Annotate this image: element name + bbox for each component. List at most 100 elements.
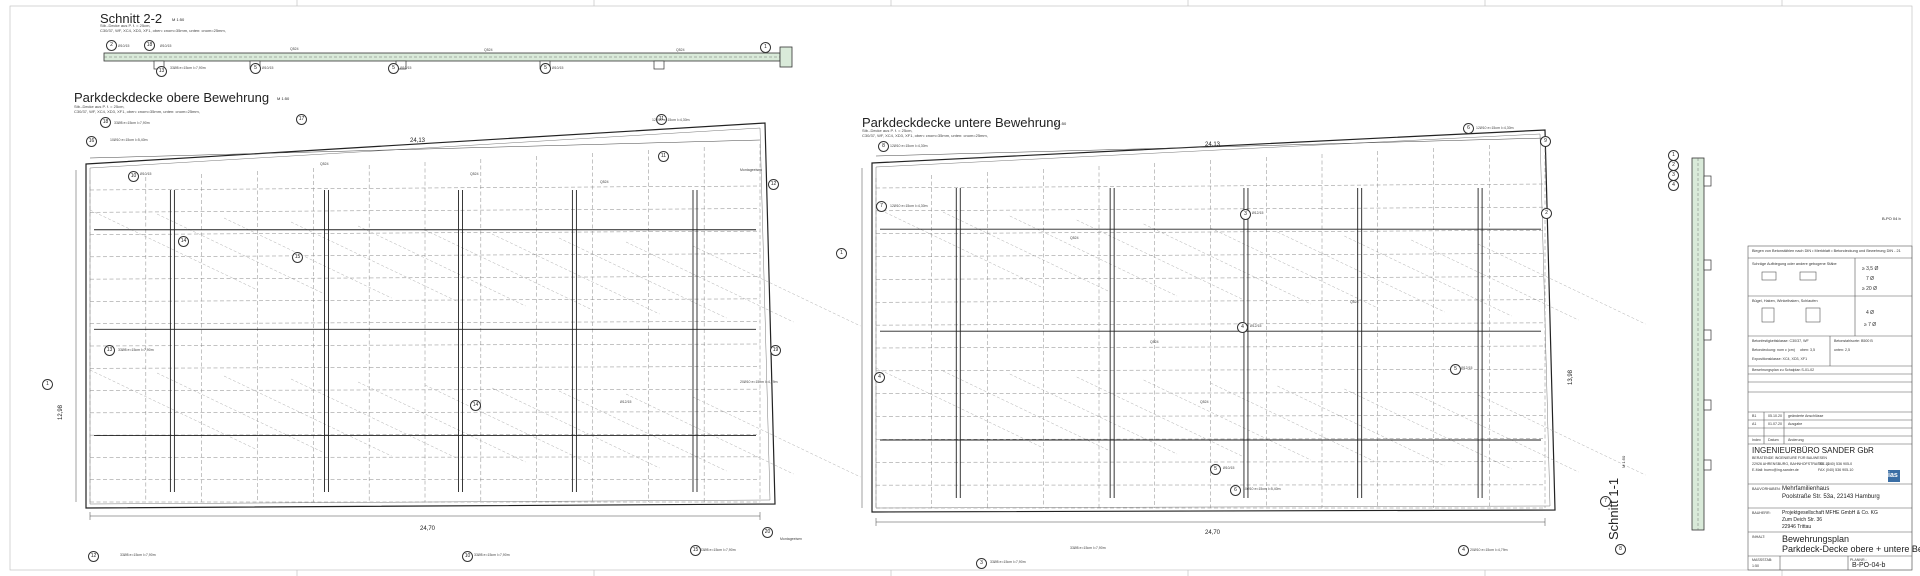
rebar-label: Ø10/15 (160, 44, 172, 48)
mesh-diagonal (290, 378, 459, 460)
plan-bottom-dim-top: 24,13 (1205, 142, 1221, 148)
plan-top-dim-top: 24,13 (410, 138, 426, 144)
rebar-label: 33Ø8 e=15cm l=7,90m (1070, 546, 1106, 550)
position-marker: 4 (1237, 322, 1248, 333)
dimension-line (875, 137, 1546, 157)
position-marker: 2 (1541, 208, 1552, 219)
client-city: 22946 Trittau (1782, 524, 1812, 530)
content-label: INHALT: (1752, 535, 1766, 539)
position-marker: 20 (762, 527, 773, 538)
plan-no: B-PO-04-b (1852, 562, 1886, 569)
mesh-diagonal (1478, 394, 1646, 476)
position-marker: 14 (178, 236, 189, 247)
office-fax: FAX (040) 536 905-10 (1818, 468, 1854, 472)
grid-line (875, 392, 1546, 394)
revision-cell: Datum (1768, 438, 1779, 442)
mesh-diagonal (1344, 388, 1512, 470)
revision-cell: Index (1752, 438, 1761, 442)
grid-line (875, 345, 1546, 349)
position-marker: 8 (1615, 544, 1626, 555)
plan-bottom-outline (861, 129, 1646, 526)
ias-logo-box (1888, 470, 1900, 482)
mesh-diagonal (1344, 235, 1512, 317)
rebar-label: 20Ø10 e=15cm l=4,79m (1470, 548, 1508, 552)
section-2-2-scale: M 1:50 (172, 17, 185, 22)
rebar-label: Q524 (470, 172, 479, 176)
revision-cell: B1 (1752, 414, 1757, 418)
office-tel: TEL. (040) 536 905-0 (1818, 462, 1853, 466)
mesh-diagonal (1277, 231, 1445, 313)
section-beam (1703, 329, 1712, 341)
rebar-label: 10Ø10 e=15cm l=5,40m (110, 138, 148, 142)
position-marker: 2 (106, 40, 117, 51)
plan-bottom-note-1: Stb.-Decke aus P. f. = 25cm, (862, 128, 913, 133)
mesh-diagonal (424, 229, 593, 311)
rebar-label: 33Ø8 e=15cm l=7,90m (114, 121, 150, 125)
mesh-diagonal (1478, 243, 1646, 325)
position-marker: 4 (1458, 545, 1469, 556)
mesh-diagonal (1143, 223, 1311, 305)
position-marker: 9 (1540, 136, 1551, 147)
title-block-frame (1747, 245, 1913, 571)
rebar-label: 33Ø8 e=15cm l=7,90m (120, 553, 156, 557)
mesh-diagonal (156, 372, 325, 454)
scale-value: 1:50 (1752, 564, 1759, 568)
position-marker: 19 (770, 345, 781, 356)
grid-line (89, 253, 761, 258)
grid-line (875, 438, 1546, 440)
grid-line (89, 434, 761, 436)
grid-line (89, 343, 761, 347)
position-marker: 10 (128, 171, 139, 182)
mesh-diagonal (223, 375, 392, 457)
rebar-label: Q524 (290, 47, 299, 51)
rebar-label: Q524 (484, 48, 493, 52)
grid-line (89, 298, 761, 302)
grid-line (875, 206, 1546, 212)
rebar-label: 33Ø8 e=15cm l=7,90m (170, 66, 206, 70)
position-marker: 15 (690, 545, 701, 556)
mesh-diagonal (1076, 376, 1245, 458)
position-marker: 11 (656, 114, 667, 125)
plan-bottom-dim-bottom: 24,70 (1205, 530, 1221, 536)
rebar-label: Ø10/15 (1223, 466, 1235, 470)
position-marker: 12 (88, 551, 99, 562)
rebar-label: Ø10/15 (140, 172, 152, 176)
rebar-label: 10Ø10 e=15cm l=5,40m (1243, 487, 1281, 491)
position-marker: 18 (100, 117, 111, 128)
legend-row-2: Bügel, Haken, Winkelhaken, Schlaufen (1752, 299, 1818, 303)
office-line-1: BERATENDE INGENIEURE FÜR BAUWESEN (1752, 456, 1828, 460)
mesh-diagonal (875, 367, 1044, 449)
position-marker: 8 (878, 141, 889, 152)
content-line-1: Bewehrungsplan (1782, 534, 1850, 544)
client-street: Zum Deich Str. 36 (1782, 517, 1823, 523)
position-marker: 6 (1230, 485, 1241, 496)
grid-line (875, 230, 1546, 234)
rebar-label: 12Ø10 e=15cm l=4,30m (890, 204, 928, 208)
rebar-label: Q524 (676, 48, 685, 52)
position-marker: 6 (1463, 123, 1474, 134)
position-marker: 4 (874, 372, 885, 383)
rebar-label: Q524 (1200, 400, 1209, 404)
position-marker: 14 (470, 400, 481, 411)
plan-no-label: PLANNR.: (1850, 558, 1867, 562)
mesh-diagonal (357, 381, 526, 463)
position-marker: 5 (1450, 364, 1461, 375)
grid-line (875, 276, 1546, 280)
revision-cell: 05.10.20 (1768, 414, 1782, 418)
position-marker: 7 (1600, 496, 1611, 507)
section-2-2-title: Schnitt 2-2 (100, 11, 163, 26)
small-plan-number: B-PO 04 b (1882, 216, 1901, 221)
revision-cell: Ausgabe (1788, 422, 1803, 426)
spec-reference: Bewehrungsplan zu Schalplan S-01-02 (1752, 368, 1815, 372)
rebar-label: Ø10/15 (552, 66, 564, 70)
rebar-label: 33Ø8 e=15cm l=7,90m (990, 560, 1026, 564)
section-1-1-drawing (1691, 157, 1712, 531)
grid-line (89, 276, 761, 280)
rebar-label: Ø10/15 (118, 44, 130, 48)
mesh-diagonal (875, 207, 1044, 289)
section-beam (1703, 399, 1712, 411)
plan-top-dim-bottom: 24,70 (420, 526, 436, 532)
mesh-diagonal (625, 241, 794, 323)
position-marker: 13 (104, 345, 115, 356)
